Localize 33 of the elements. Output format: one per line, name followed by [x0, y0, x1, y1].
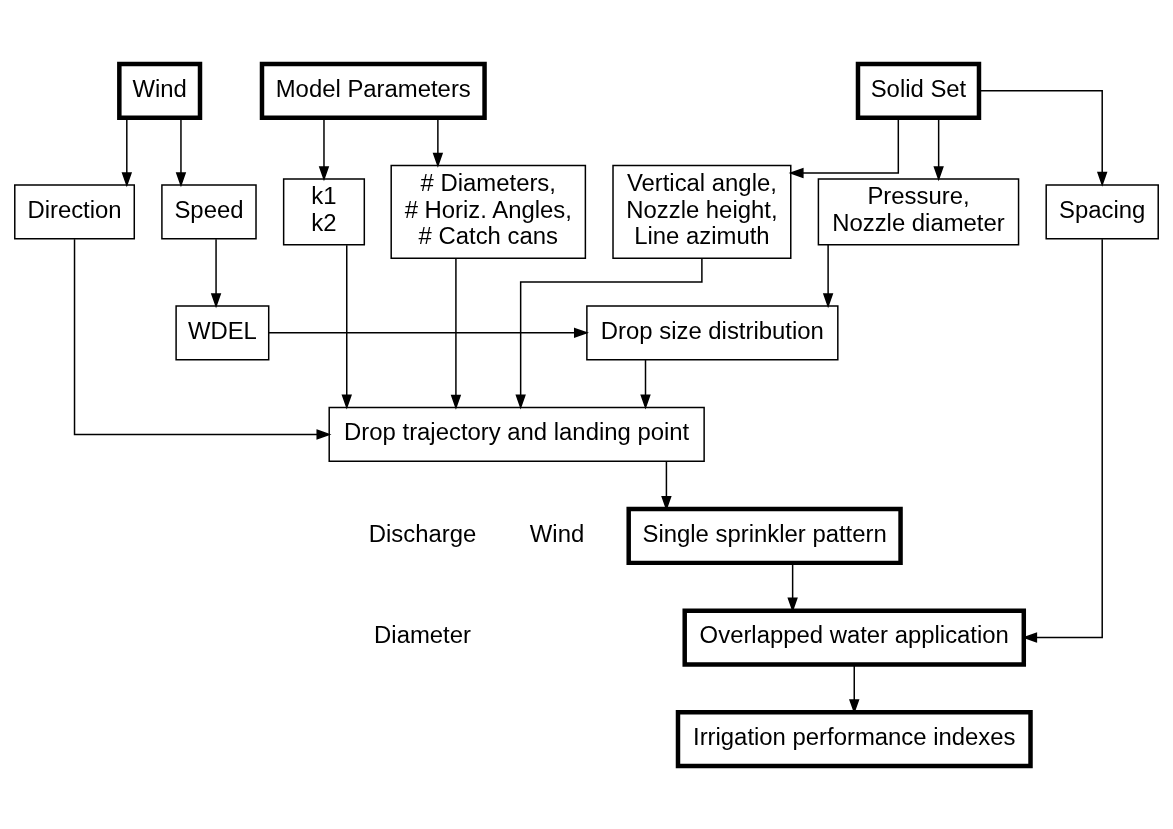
arrow	[432, 117, 444, 168]
label: Diameter	[374, 620, 471, 648]
arrow	[175, 117, 187, 187]
node-box: Drop trajectory and landing point	[328, 406, 705, 462]
arrow	[341, 243, 352, 409]
arrow	[210, 238, 222, 308]
label: Discharge	[368, 519, 477, 547]
node-box: Spacing	[1045, 183, 1159, 239]
node-box: WDEL	[175, 304, 270, 360]
arrow	[978, 89, 1108, 187]
node-box: Pressure, Nozzle diameter	[817, 177, 1020, 245]
node-box: # Diameters, # Horiz. Angles, # Catch cans	[390, 164, 587, 259]
arrow	[73, 237, 332, 440]
node-box: Overlapped water application	[682, 607, 1027, 667]
node-box: Vertical angle, Nozzle height, Line azimuth	[612, 164, 792, 259]
arrow	[640, 358, 651, 409]
node-box: Wind	[117, 61, 203, 120]
arrow	[121, 117, 133, 187]
node-box: Model Parameters	[259, 61, 487, 120]
node-box: Drop size distribution	[586, 304, 839, 360]
node-box: Speed	[161, 183, 257, 239]
arrow	[515, 257, 703, 409]
node-box: Single sprinkler pattern	[626, 506, 903, 565]
node-box: k1 k2	[282, 177, 366, 245]
arrow	[450, 257, 462, 410]
arrow	[933, 117, 944, 181]
node-box: Irrigation performance indexes	[675, 709, 1033, 768]
node-box: Direction	[14, 183, 136, 239]
arrow	[822, 243, 834, 308]
label: Wind	[529, 519, 585, 547]
arrow	[268, 327, 589, 338]
arrow	[318, 117, 330, 181]
node-box: Solid Set	[855, 61, 982, 120]
